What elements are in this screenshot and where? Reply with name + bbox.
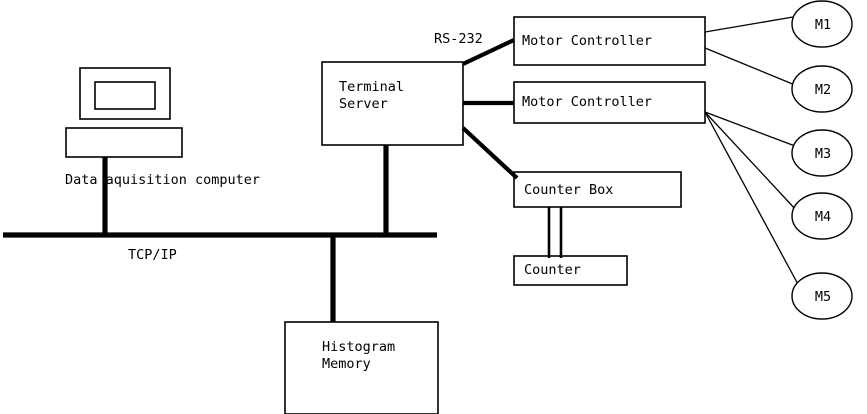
link-terminal-server-to-counter-box: [461, 126, 519, 180]
counter-box-label: Counter Box: [524, 182, 614, 198]
data-acquisition-computer-label: Data aquisition computer: [65, 172, 261, 188]
terminal-server-label-line1: Terminal: [339, 79, 405, 95]
motor-m4-label: M4: [814, 209, 832, 225]
link-motor-controller-2-to-m3: [704, 111, 796, 147]
motor-m2-ellipse: [791, 65, 853, 113]
motor-m5-label: M5: [814, 289, 832, 305]
link-motor-controller-2-to-m4: [704, 111, 798, 212]
rs232-label: RS-232: [434, 31, 483, 47]
motor-controller-1-box: [513, 16, 706, 66]
motor-m3-ellipse: [791, 129, 853, 177]
tcpip-label: TCP/IP: [128, 247, 177, 263]
counter-box-box: [513, 171, 682, 208]
counter-label: Counter: [524, 262, 581, 278]
motor-m1-label: M1: [814, 17, 832, 33]
histogram-memory-box: [284, 321, 439, 414]
link-motor-controller-2-to-m5: [704, 111, 801, 289]
terminal-server-box: [321, 61, 464, 146]
motor-m5-ellipse: [791, 272, 853, 320]
histogram-memory-label-line1: Histogram: [322, 339, 396, 355]
link-motor-controller-1-to-m1: [704, 16, 794, 33]
motor-m3-label: M3: [814, 146, 832, 162]
motor-controller-2-label: Motor Controller: [522, 94, 653, 110]
computer-monitor-screen: [94, 81, 156, 110]
motor-m4-ellipse: [791, 192, 853, 240]
computer-base: [65, 127, 183, 158]
link-terminal-server-to-motor-controller-1: [462, 38, 515, 66]
motor-m2-label: M2: [814, 82, 832, 98]
motor-m1-ellipse: [791, 0, 853, 48]
histogram-memory-label-line2: Memory: [322, 356, 371, 372]
motor-controller-1-label: Motor Controller: [522, 33, 653, 49]
link-motor-controller-1-to-m2: [704, 47, 796, 86]
counter-box: [513, 255, 628, 286]
terminal-server-label-line2: Server: [339, 96, 388, 112]
